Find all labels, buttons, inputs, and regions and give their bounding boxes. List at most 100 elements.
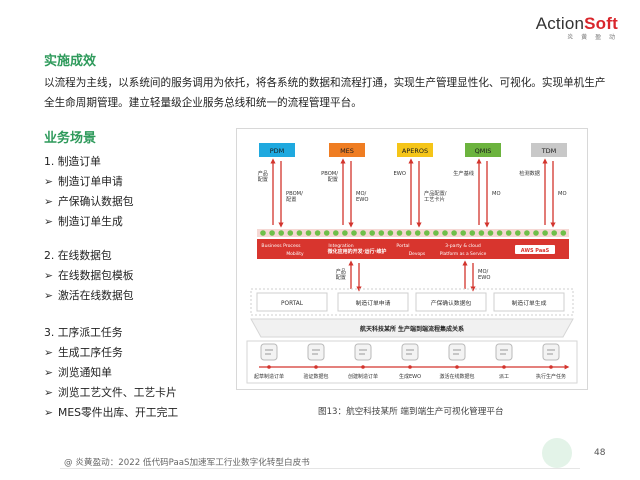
connector-dot: [333, 230, 339, 236]
group-heading: 1. 制造订单: [44, 155, 101, 168]
portal-box-label: PORTAL: [281, 301, 304, 307]
list-item: ➢浏览工艺文件、工艺卡片: [44, 383, 178, 403]
portal-box-bg: [337, 292, 409, 312]
bar-item-label: Portal: [396, 243, 409, 249]
flow-label-up: 产品配置: [258, 169, 268, 183]
portal-box-bg: [415, 292, 487, 312]
flow-label-down: PBOM/配置: [286, 191, 303, 203]
connector-dot: [524, 230, 530, 236]
banner-shape: [250, 318, 574, 338]
connector-dot: [369, 230, 375, 236]
connector-dot: [478, 230, 485, 236]
list-item: ➢激活在线数据包: [44, 286, 134, 306]
system-box: MES: [329, 143, 365, 157]
connector-dot: [396, 230, 403, 236]
process-step: 派工: [495, 343, 513, 380]
step-dot: [549, 365, 553, 369]
system-label: TDM: [541, 147, 557, 155]
process-step: 起草制造订单: [254, 343, 284, 380]
step-label: 生成EWO: [399, 373, 421, 380]
system-box: TDM: [531, 143, 567, 157]
connector-dot: [342, 230, 348, 236]
step-label: 激活在线数据包: [439, 373, 474, 380]
footer-text: @ 炎黄盈动：2022 低代码PaaS加速军工行业数字化转型白皮书: [64, 458, 310, 468]
system-box-bg: [329, 143, 365, 157]
connector-dot: [451, 230, 457, 236]
list-item: ➢制造订单生成: [44, 212, 134, 232]
process-step: 激活在线数据包: [439, 343, 475, 380]
list-item: ➢生成工序任务: [44, 343, 178, 363]
bar-lower-label: Devops: [409, 251, 426, 257]
chevron-right-icon: ➢: [44, 406, 54, 419]
bar-lower-label: Mobility: [286, 251, 304, 257]
intro-paragraph: 以流程为主线，以系统间的服务调用为依托，将各系统的数据和流程打通，实现生产管理显…: [44, 77, 606, 109]
connector-dot: [560, 230, 567, 236]
connector-dot: [533, 230, 539, 236]
step-icon: [448, 343, 466, 361]
logo-word-b: Soft: [584, 14, 618, 33]
step-dot: [267, 365, 271, 369]
list-item: ➢在线数据包模板: [44, 266, 134, 286]
system-box: PDM: [259, 143, 295, 157]
scenario-group-2: 2. 在线数据包 ➢在线数据包模板 ➢激活在线数据包: [44, 246, 134, 306]
group-heading: 2. 在线数据包: [44, 249, 112, 262]
connector-dot: [269, 230, 275, 236]
portal-box-label: 制造订单生成: [512, 299, 547, 307]
chevron-right-icon: ➢: [44, 175, 54, 188]
decorative-circle: [542, 438, 572, 468]
system-label: MES: [340, 147, 354, 155]
chevron-right-icon: ➢: [44, 366, 54, 379]
section-title-results: 实施成效: [44, 54, 97, 69]
step-icon: [542, 343, 560, 361]
connector-dot: [314, 230, 321, 236]
process-step: 执行生产任务: [536, 343, 566, 380]
architecture-diagram: PDM MES APEROS QMIS TDM 产品配置 PBOM/配置 PBOM/配置 MO…: [246, 143, 578, 384]
connector-dot: [433, 230, 439, 236]
flow-label-up: EWO: [394, 171, 407, 177]
connector-dot: [505, 230, 512, 236]
flow-label-up: PBOM/配置: [321, 171, 338, 183]
list-item-label: 产保确认数据包: [58, 195, 134, 208]
list-item: ➢产保确认数据包: [44, 192, 134, 212]
connector-dot: [305, 230, 312, 236]
step-label: 派工: [499, 374, 509, 380]
connector-dot: [405, 230, 412, 236]
list-item-label: 制造订单申请: [58, 175, 123, 188]
list-item-label: 激活在线数据包: [58, 289, 134, 302]
step-dot: [408, 365, 412, 369]
portal-box: PORTAL: [256, 292, 328, 312]
connector-dot: [424, 230, 430, 236]
list-item-label: 制造订单生成: [58, 215, 123, 228]
list-item: ➢ 制造订单申请: [44, 172, 134, 192]
system-box: APEROS: [397, 143, 433, 157]
step-label: 创建制造订单: [348, 373, 378, 380]
connector-dot: [496, 230, 503, 236]
bar-item-label: Integration: [328, 243, 353, 249]
system-box: QMIS: [465, 143, 501, 157]
connector-dot: [296, 230, 303, 236]
connector-dot: [542, 230, 548, 236]
connector-dot: [351, 230, 357, 236]
system-box-bg: [397, 143, 433, 157]
list-item-label: 在线数据包模板: [58, 269, 134, 282]
connector-dot: [260, 230, 266, 236]
logo-subtitle: 炎 黄 盈 动: [567, 34, 618, 41]
bar-item-label: 3-party & cloud: [445, 243, 481, 249]
connector-dot: [378, 230, 385, 236]
scenario-group-1: 1. 制造订单 ➢ 制造订单申请 ➢产保确认数据包 ➢制造订单生成: [44, 152, 134, 232]
step-label: 起草制造订单: [254, 373, 284, 380]
system-label: PDM: [270, 147, 285, 155]
step-icon: [354, 343, 372, 361]
bar-lower-label: Platform as a Service: [440, 251, 487, 257]
connector-dot: [442, 230, 448, 236]
architecture-figure: PDM MES APEROS QMIS TDM 产品配置 PBOM/配置 PBOM/配置 MO…: [236, 128, 588, 390]
step-dot: [455, 365, 459, 369]
step-dot: [361, 365, 365, 369]
connector-dot: [360, 230, 366, 236]
flow-label-down: MO: [492, 191, 501, 197]
list-item-label: 浏览工艺文件、工艺卡片: [58, 386, 177, 399]
chevron-right-icon: ➢: [44, 346, 54, 359]
step-label: 验证数据包: [303, 373, 328, 380]
logo-wordmark: ActionSoft: [536, 14, 618, 34]
list-item-label: 浏览通知单: [58, 366, 112, 379]
